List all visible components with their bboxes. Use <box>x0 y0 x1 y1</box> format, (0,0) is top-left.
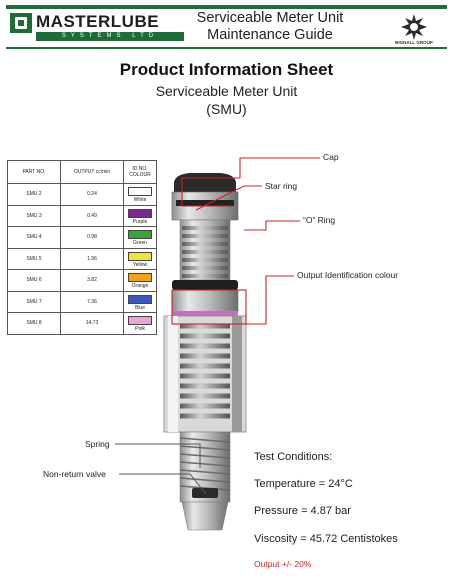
header-title: Serviceable Meter Unit Maintenance Guide <box>170 10 370 44</box>
group-logo-text: BIGNALL GROUP <box>395 40 433 45</box>
test-viscosity: Viscosity = 45.72 Centistokes <box>254 533 398 545</box>
label-output-id-colour: Output Identification colour <box>297 270 399 280</box>
colour-swatch <box>128 208 152 218</box>
label-non-return-valve: Non-return valve <box>43 469 106 479</box>
masterlube-logo-icon <box>10 13 32 33</box>
colour-name: Blue <box>134 304 145 311</box>
table-row: SMU 3 0.49 Purple <box>7 204 157 227</box>
cell-colour: Pink <box>123 312 157 335</box>
cell-colour: Yellow <box>123 247 157 270</box>
table-row: SMU 6 3.82 Orange <box>7 269 157 292</box>
header-part-no: PART NO. <box>7 160 61 184</box>
colour-name: Purple <box>132 218 148 225</box>
header-bottom-rule <box>6 47 447 49</box>
label-o-ring: “O” Ring <box>303 215 336 225</box>
colour-swatch <box>128 294 152 304</box>
table-row: SMU 8 14.73 Pink <box>7 312 157 335</box>
header-title-line1: Serviceable Meter Unit <box>196 10 344 26</box>
test-temperature: Temperature = 24°C <box>254 478 353 490</box>
company-logo-text: MASTERLUBE <box>36 12 160 31</box>
cell-colour: White <box>123 183 157 206</box>
test-pressure: Pressure = 4.87 bar <box>254 505 351 517</box>
table-row: SMU 2 0.24 White <box>7 183 157 206</box>
label-star-ring: Star ring <box>265 181 298 191</box>
smu-output-table: PART NO. OUTPUT cc/min ID NO. COLOUR SMU… <box>7 160 157 335</box>
page-subtitle: Serviceable Meter Unit (SMU) <box>0 82 453 118</box>
colour-swatch <box>128 187 152 197</box>
header-output: OUTPUT cc/min <box>60 160 124 184</box>
colour-name: Pink <box>135 326 145 333</box>
colour-swatch <box>128 273 152 283</box>
colour-swatch <box>128 251 152 261</box>
table-row: SMU 7 7.36 Blue <box>7 290 157 313</box>
table-row: SMU 4 0.98 Green <box>7 226 157 249</box>
colour-name: Yellow <box>132 261 148 268</box>
colour-swatch <box>128 316 152 326</box>
bignall-group-logo-icon <box>401 14 427 40</box>
cell-part: SMU 8 <box>7 312 61 335</box>
colour-name: White <box>133 197 147 204</box>
test-conditions-heading: Test Conditions: <box>254 451 333 463</box>
colour-name: Green <box>133 240 147 247</box>
page-subtitle-line1: Serviceable Meter Unit <box>155 83 298 99</box>
test-output-tolerance: Output +/- 20% <box>254 559 312 569</box>
company-logo-subtext: SYSTEMS LTD <box>36 32 184 41</box>
header-id-colour: ID NO. COLOUR <box>123 160 157 184</box>
table-header-row: PART NO. OUTPUT cc/min ID NO. COLOUR <box>7 160 157 184</box>
label-spring: Spring <box>85 439 110 449</box>
table-row: SMU 5 1.96 Yellow <box>7 247 157 270</box>
page-title: Product Information Sheet <box>119 60 334 79</box>
header-title-line2: Maintenance Guide <box>207 27 333 43</box>
colour-name: Orange <box>131 283 149 290</box>
cell-colour: Blue <box>123 290 157 313</box>
cell-colour: Orange <box>123 269 157 292</box>
label-cap: Cap <box>323 152 339 162</box>
cell-output: 14.73 <box>60 312 124 335</box>
colour-swatch <box>128 230 152 240</box>
page-subtitle-line2: (SMU) <box>206 101 247 117</box>
header-top-rule <box>6 5 447 9</box>
